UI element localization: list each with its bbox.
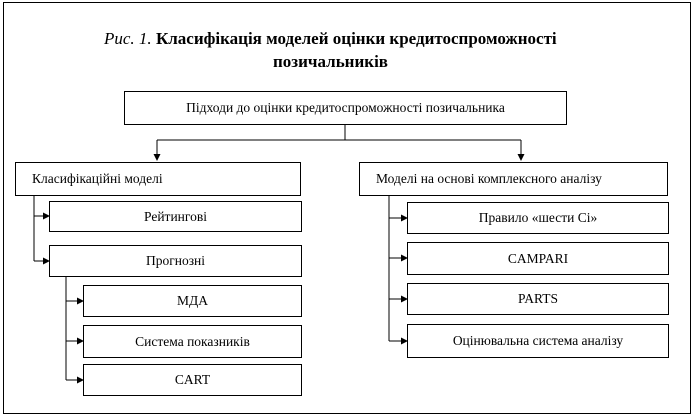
prognostic-models-node: Прогнозні — [49, 245, 302, 277]
root-node: Підходи до оцінки кредитоспроможності по… — [124, 91, 567, 125]
cart-node: CART — [83, 364, 302, 396]
figure-title-line-1: Рис. 1. Класифікація моделей оцінки кред… — [104, 29, 557, 49]
rating-models-node: Рейтингові — [49, 201, 302, 232]
complex-analysis-models-node: Моделі на основі комплексного аналізу — [359, 162, 668, 196]
mda-node: МДА — [83, 285, 302, 317]
figure-title-line-2: позичальників — [273, 52, 388, 71]
figure-frame — [3, 2, 691, 414]
campari-node: CAMPARI — [407, 242, 669, 275]
indicator-system-node: Система показників — [83, 325, 302, 358]
classification-models-node: Класифікаційні моделі — [15, 162, 301, 196]
assessment-system-node: Оцінювальна система аналізу — [407, 324, 669, 358]
parts-node: PARTS — [407, 283, 669, 315]
figure-title-text: Класифікація моделей оцінки кредитоспром… — [155, 29, 557, 48]
figure-number: Рис. 1. — [104, 29, 152, 48]
six-c-rule-node: Правило «шести Сі» — [407, 202, 669, 234]
